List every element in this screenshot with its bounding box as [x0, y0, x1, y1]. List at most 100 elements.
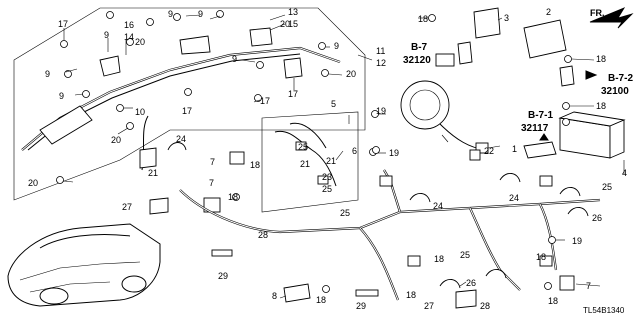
- clip: [499, 173, 521, 183]
- label-plate: [211, 249, 233, 257]
- bolt: [562, 118, 570, 126]
- group-outline: [261, 111, 359, 213]
- clip: [455, 289, 477, 309]
- callout-19: 19: [572, 236, 582, 246]
- key-indicator: [435, 53, 455, 67]
- callout-18: 18: [548, 296, 558, 306]
- bolt: [173, 13, 181, 21]
- floor-parts-left: [139, 110, 379, 303]
- sensor-unit: [523, 19, 567, 59]
- callout-14: 14: [124, 32, 134, 42]
- callout-25: 25: [298, 142, 308, 152]
- floor-wire-harness: [179, 169, 601, 309]
- ref-b72: B-7-2: [608, 73, 633, 84]
- callout-27: 27: [424, 301, 434, 311]
- clip: [149, 197, 169, 215]
- bolt: [544, 282, 552, 290]
- bolt: [564, 55, 572, 63]
- callout-24: 24: [176, 134, 186, 144]
- clip: [409, 193, 431, 203]
- sensor: [559, 275, 575, 291]
- callout-25: 25: [602, 182, 612, 192]
- callout-23: 23: [322, 172, 332, 182]
- callout-1: 1: [512, 144, 517, 154]
- curtain-airbag-group: [13, 7, 366, 201]
- callout-11: 11: [376, 46, 385, 56]
- ref-b7-code: 32120: [403, 55, 431, 66]
- bolt: [548, 236, 556, 244]
- bolt: [321, 69, 329, 77]
- callout-7: 7: [209, 178, 214, 188]
- bolt: [146, 18, 154, 26]
- key: [457, 41, 473, 65]
- bolt: [64, 70, 72, 78]
- callout-18: 18: [596, 101, 606, 111]
- callout-25: 25: [460, 250, 470, 260]
- bolt: [372, 146, 380, 154]
- leader-lines: [63, 14, 625, 299]
- bolt: [562, 102, 570, 110]
- callout-4: 4: [622, 168, 627, 178]
- bolt: [216, 10, 224, 18]
- callout-18: 18: [406, 290, 416, 300]
- callout-24: 24: [509, 193, 519, 203]
- callout-12: 12: [376, 58, 386, 68]
- sensor-connector: [229, 151, 245, 165]
- callout-26: 26: [466, 278, 476, 288]
- callout-20: 20: [111, 135, 121, 145]
- bolt: [126, 122, 134, 130]
- callout-25: 25: [340, 208, 350, 218]
- clip: [167, 142, 187, 151]
- vehicle-sketch: [7, 223, 161, 307]
- callout-19: 19: [376, 106, 386, 116]
- diagram-part-id: TL54B1340: [583, 306, 625, 315]
- callout-21: 21: [326, 156, 336, 166]
- callout-29: 29: [356, 301, 366, 311]
- bolt: [232, 193, 240, 201]
- callout-9: 9: [334, 41, 339, 51]
- callout-20: 20: [280, 19, 290, 29]
- connector: [317, 175, 329, 185]
- bolt: [318, 42, 326, 50]
- ref-b71-code: 32117: [521, 123, 549, 134]
- bolt: [116, 104, 124, 112]
- callout-17: 17: [288, 89, 298, 99]
- callout-19: 19: [389, 148, 399, 158]
- callout-9: 9: [168, 9, 173, 19]
- callout-22: 22: [484, 146, 494, 156]
- bolt: [126, 38, 134, 46]
- switch-unit: [473, 7, 501, 39]
- callout-18: 18: [596, 54, 606, 64]
- bracket: [283, 57, 303, 79]
- connector: [295, 141, 307, 151]
- ref-b71: B-7-1: [528, 110, 553, 121]
- cable-reel-body: [400, 80, 450, 130]
- callout-17: 17: [58, 19, 68, 29]
- clip: [559, 187, 581, 197]
- direction-arrow: FR.: [589, 7, 634, 29]
- bolt: [82, 90, 90, 98]
- srs-unit: [523, 102, 626, 159]
- bolt: [56, 176, 64, 184]
- callout-3: 3: [504, 13, 509, 23]
- connector: [379, 175, 393, 187]
- callout-13: 13: [288, 7, 298, 17]
- callout-16: 16: [124, 20, 134, 30]
- callout-20: 20: [135, 37, 145, 47]
- sub-harness-group: [261, 111, 359, 213]
- callout-18: 18: [250, 160, 260, 170]
- group-outline: [13, 7, 366, 201]
- callout-9: 9: [59, 91, 64, 101]
- callout-18: 18: [228, 192, 238, 202]
- callout-18: 18: [316, 295, 326, 305]
- bracket: [179, 35, 211, 55]
- callout-15: 15: [288, 19, 298, 29]
- callout-10: 10: [135, 107, 145, 117]
- bolt: [322, 285, 330, 293]
- connector: [469, 149, 481, 161]
- sensor: [283, 283, 311, 303]
- bracket: [249, 27, 273, 47]
- callout-2: 2: [546, 7, 551, 17]
- switch-units: [428, 7, 575, 87]
- connector: [539, 175, 553, 187]
